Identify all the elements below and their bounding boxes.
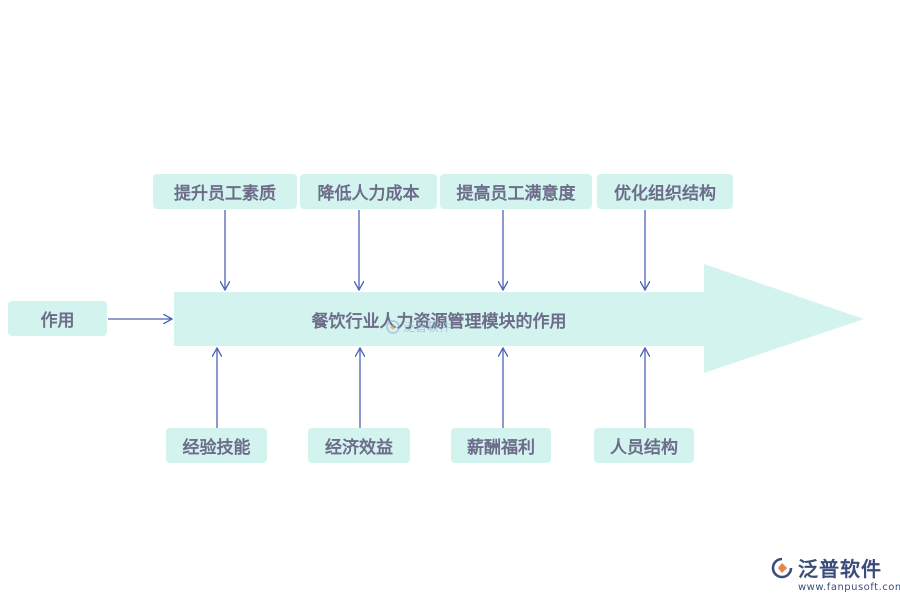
bottom-box-1: 经验技能 xyxy=(166,428,267,463)
top-box-4: 优化组织结构 xyxy=(597,174,733,209)
watermark-text: 泛普软件 xyxy=(403,320,452,334)
brand-logo: 泛普软件 www.fanpusoft.com xyxy=(770,553,900,593)
main-arrow xyxy=(174,264,864,373)
brand-name: 泛普软件 xyxy=(798,557,882,581)
top-box-2: 降低人力成本 xyxy=(300,174,437,209)
bottom-box-4: 人员结构 xyxy=(594,428,694,463)
center-label: 餐饮行业人力资源管理模块的作用 xyxy=(311,311,567,332)
top-box-1: 提升员工素质 xyxy=(153,174,297,209)
brand-url: www.fanpusoft.com xyxy=(798,582,900,593)
watermark: 泛普软件 xyxy=(386,318,451,335)
watermark-logo-icon xyxy=(386,319,400,334)
brand-logo-icon xyxy=(771,557,793,578)
bottom-box-3: 薪酬福利 xyxy=(451,428,551,463)
bottom-box-2: 经济效益 xyxy=(308,428,410,463)
input-box: 作用 xyxy=(8,301,107,336)
top-box-3: 提高员工满意度 xyxy=(440,174,592,209)
